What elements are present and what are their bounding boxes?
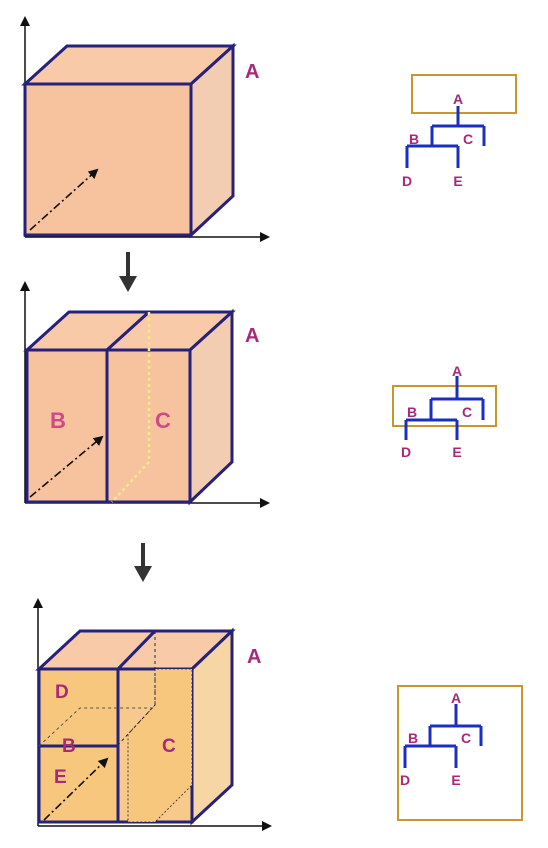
step-arrow-2 — [134, 543, 152, 582]
tree-node-e: E — [452, 444, 461, 460]
hidden-split-plane — [111, 312, 151, 503]
tree-node-b: B — [407, 404, 417, 420]
region-label-d: D — [55, 682, 69, 703]
region-d-face — [37, 667, 120, 748]
tree-node-a: A — [453, 91, 463, 107]
region-label-b: B — [62, 736, 76, 757]
step-2: B C A A B C D E — [20, 281, 497, 508]
tree-node-c: C — [461, 730, 471, 746]
hidden-split-edge — [117, 631, 156, 746]
region-label-c: C — [155, 408, 171, 433]
kd-tree — [403, 704, 483, 768]
region-c-inner — [127, 668, 193, 823]
depth-axis — [43, 757, 109, 821]
tree-node-c: C — [462, 404, 472, 420]
tree-highlight-box — [392, 385, 497, 427]
step-1: A A B C D E — [20, 16, 517, 242]
tree-node-a: A — [452, 363, 462, 379]
hidden-horizontal-split — [38, 707, 155, 747]
tree-node-e: E — [451, 772, 460, 788]
region-label-e: E — [54, 767, 67, 788]
tree-node-d: D — [400, 772, 410, 788]
region-label-a: A — [245, 325, 259, 347]
region-label-a: A — [247, 646, 261, 668]
region-label-c: C — [162, 736, 176, 757]
region-label-b: B — [50, 408, 66, 433]
kd-tree — [405, 106, 486, 168]
depth-axis — [29, 168, 99, 231]
tree-highlight-box — [397, 685, 523, 821]
cube-front-face-left — [25, 348, 109, 504]
region-label-a: A — [245, 61, 259, 83]
tree-node-d: D — [401, 444, 411, 460]
tree-node-c: C — [463, 131, 473, 147]
tree-node-e: E — [453, 173, 462, 189]
tree-node-a: A — [451, 690, 461, 706]
tree-node-b: B — [409, 131, 419, 147]
kd-tree — [404, 376, 485, 440]
tree-node-b: B — [408, 730, 418, 746]
region-e-face — [37, 744, 120, 824]
step-arrow-1 — [119, 252, 137, 292]
tree-highlight-box — [411, 74, 517, 114]
tree-node-d: D — [402, 173, 412, 189]
cube-front-face — [23, 82, 193, 237]
step-3: D B E C A A B C D E — [33, 598, 523, 831]
